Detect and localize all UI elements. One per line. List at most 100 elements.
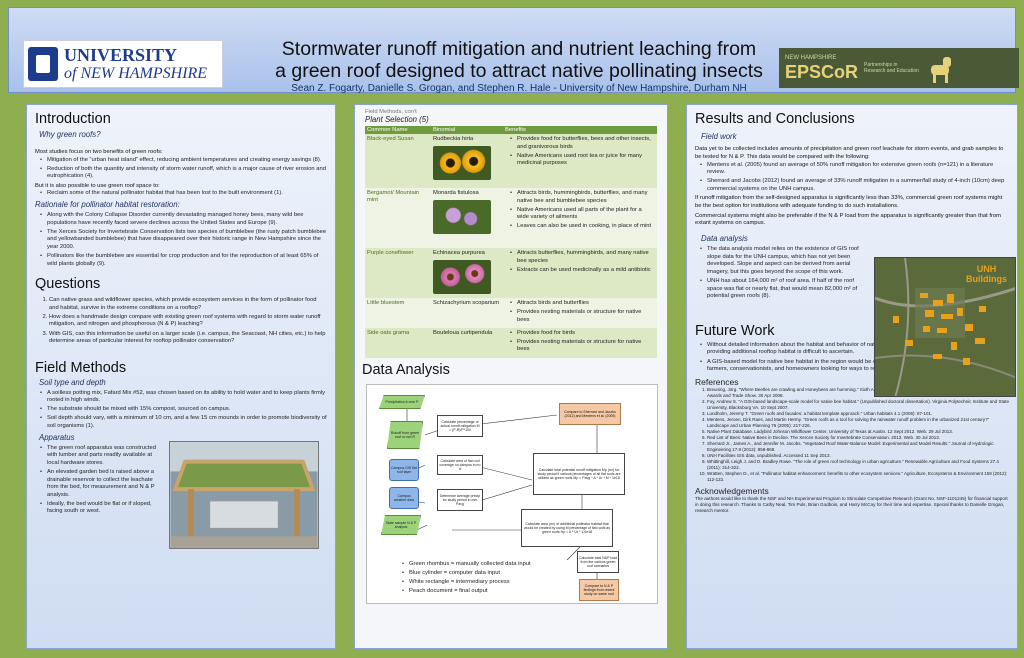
results-p1: Data yet to be collected includes amount… <box>695 146 1004 160</box>
epscor-logo: NEW HAMPSHIRE EPSCoR Partnerships in Res… <box>779 48 1019 88</box>
title-line-2: a green roof designed to attract native … <box>275 60 763 82</box>
unh-seal-icon <box>28 47 58 81</box>
acknowledgements-text: The authors would like to thank the NSF … <box>695 495 1008 513</box>
map-label: UNH Buildings <box>966 264 1007 284</box>
list-item: The green roof apparatus was constructed… <box>40 445 163 468</box>
acknowledgements-heading: Acknowledgements <box>695 485 769 496</box>
reference-item: Foy, Andrew S. "A GIS-based landscape-sc… <box>707 399 1009 411</box>
node-precip: Precipitation in mm P <box>379 395 425 409</box>
legend-item: White rectangle = intermediary process <box>402 579 531 587</box>
cell-benefits: Attracts birds, hummingbirds, butterflie… <box>503 188 657 248</box>
cell-binomial: Monarda fistulosa <box>431 188 503 248</box>
field-methods-heading: Field Methods <box>35 359 127 376</box>
cell-binomial: Rudbeckia hirta <box>431 134 503 188</box>
reference-item: Wratten, Stephen D., et al. "Pollinator … <box>707 471 1009 483</box>
list-item: Attracts butterflies, hummingbirds, and … <box>510 250 655 265</box>
table-row: Purple coneflower Echinacea purpurea Att… <box>365 248 657 298</box>
list-item: Along with the Colony Collapse Disorder … <box>40 212 327 227</box>
epscor-top: NEW HAMPSHIRE <box>785 54 837 61</box>
cell-binomial: Schizachyrium scoparium <box>431 298 503 328</box>
list-item: Mitigation of the “urban heat island” ef… <box>40 157 327 165</box>
cell-binomial: Bouteloua curtipendula <box>431 327 503 358</box>
list-item: A GIS-based model for native bee habitat… <box>700 359 1009 374</box>
unh-buildings-map: UNH Buildings <box>874 257 1016 397</box>
table-row: Black-eyed Susan Rudbeckia hirta Provide… <box>365 134 657 188</box>
node-campus-gis: Campus GIS flat roof layer <box>389 459 419 481</box>
references-heading: References <box>695 376 739 387</box>
plant-table: Common Name Binomial Benefits Black-eyed… <box>365 126 657 358</box>
questions-list: Can native grass and wildflower species,… <box>35 297 327 346</box>
intro-sub1: Why green roofs? <box>39 130 101 139</box>
cell-common: Little bluestem <box>365 298 431 328</box>
cell-common: Bergamot/ Mountain mint <box>365 188 431 248</box>
list-item: Without detailed information about the h… <box>700 342 1009 357</box>
poster-title: Stormwater runoff mitigation and nutrien… <box>234 38 804 82</box>
authors: Sean Z. Fogarty, Danielle S. Grogan, and… <box>291 83 747 94</box>
data-analysis-diagram: Precipitation in mm P Runoff from green … <box>366 384 658 604</box>
reference-item: Whittinghill, Leigh J. and D. Bradley Ro… <box>707 459 1009 471</box>
references-list: Breuning, Jörg. "Where Beetles are crawl… <box>695 387 1009 483</box>
list-item: A soilless potting mix, Fafard Mix #52, … <box>40 390 327 405</box>
intro-heading: Introduction <box>35 111 111 127</box>
field-methods-bullets2: The green roof apparatus was constructed… <box>35 445 163 549</box>
results-p2: If runoff mitigation from the self-desig… <box>695 194 1003 209</box>
reference-item: Breuning, Jörg. "Where Beetles are crawl… <box>707 387 1009 399</box>
intro-sub2: Rationale for pollinator habitat restora… <box>35 199 180 209</box>
list-item: An elevated garden bed is raised above a… <box>40 469 163 499</box>
results-bullets2: The data analysis model relies on the ex… <box>695 246 865 301</box>
epscor-side: Partnerships in Research and Education <box>864 62 919 74</box>
reference-item: Lundholm, Jeremy T. "Green roofs and fac… <box>707 411 1009 417</box>
node-state-sample: State sample N & P analysis <box>381 515 421 535</box>
list-item: Provides nesting materials or structure … <box>510 339 655 354</box>
future-heading: Future Work <box>695 322 775 339</box>
cell-common: Purple coneflower <box>365 248 431 298</box>
cell-benefits: Provides food for birds Provides nesting… <box>503 327 657 358</box>
intro-p2: But it is also possible to use green roo… <box>35 182 160 189</box>
list-item: The data analysis model relies on the ex… <box>700 246 865 276</box>
reference-item: Native Plant Database. Ladybird Johnson … <box>707 429 1009 435</box>
node-calc-area: Calculate area of flat roof coverage on … <box>437 455 483 475</box>
reference-item: Sherrard Jr., James A., and Jennifer M. … <box>707 441 1009 453</box>
reference-item: UNH Facilities GIS data, unpublished. Ac… <box>707 453 1009 459</box>
table-row: Side oats grama Bouteloua curtipendula P… <box>365 327 657 358</box>
cell-common: Black-eyed Susan <box>365 134 431 188</box>
plant-kicker: Field Methods, con't <box>365 109 417 115</box>
list-item: Provides food for butterflies, bees and … <box>510 136 655 151</box>
results-p3: Commercial systems might also be prefera… <box>695 212 1001 227</box>
node-calc-mitigation: Calculate total potential runoff mitigat… <box>533 453 625 495</box>
list-item: Reduction of both the quantity and inten… <box>40 166 327 181</box>
list-item: Soil depth should vary, with a minimum o… <box>40 415 327 430</box>
table-header-row: Common Name Binomial Benefits <box>365 126 657 134</box>
results-sub1: Field work <box>701 132 737 141</box>
list-item: The Xerces Society for Invertebrate Cons… <box>40 229 327 252</box>
node-calc-runoff: Calculate percentage of actual runoff mi… <box>437 415 483 437</box>
legend-item: Blue cylinder = computer data input <box>402 570 531 578</box>
reference-item: Mentens, Jeroen, Dirk Raes, and Martin H… <box>707 417 1009 429</box>
intro-bullets1: Mitigation of the “urban heat island” ef… <box>35 157 327 181</box>
list-item: Ideally, the bed would be flat or if slo… <box>40 501 163 516</box>
node-runoff: Runoff from green roof in mm R <box>387 421 423 449</box>
purple-coneflower-photo <box>433 260 491 295</box>
intro-bullets3: Along with the Colony Collapse Disorder … <box>35 212 327 268</box>
field-methods-bullets1: A soilless potting mix, Fafard Mix #52, … <box>35 390 327 431</box>
list-item: UNH has about 164,000 m² of roof area. I… <box>700 278 865 301</box>
left-column: Introduction Why green roofs? Most studi… <box>26 104 336 649</box>
list-item: Attracts birds and butterflies <box>510 300 655 308</box>
questions-heading: Questions <box>35 276 101 293</box>
list-item: Sherrard and Jacobs (2012) found an aver… <box>700 178 1009 193</box>
list-item: Leaves can also be used in cooking, in p… <box>510 223 655 231</box>
map-image <box>875 258 1015 396</box>
field-methods-sub2: Apparatus <box>39 432 75 442</box>
cell-common: Side oats grama <box>365 327 431 358</box>
data-analysis-heading: Data Analysis <box>362 362 450 378</box>
node-compare-literature: Compare to Sherrard and Jacobs (2012) an… <box>559 403 621 425</box>
list-item: Can native grass and wildflower species,… <box>49 297 327 312</box>
apparatus-photo <box>169 440 319 549</box>
binomial-text: Monarda fistulosa <box>433 190 479 196</box>
moose-icon <box>927 53 953 83</box>
node-weather: Campus weather data <box>389 487 419 509</box>
legend-item: Green rhombus = manually collected data … <box>402 561 531 569</box>
list-item: With GIS, can this information be useful… <box>49 331 327 346</box>
binomial-text: Rudbeckia hirta <box>433 136 474 142</box>
legend-item: Peach document = final output <box>402 588 531 596</box>
